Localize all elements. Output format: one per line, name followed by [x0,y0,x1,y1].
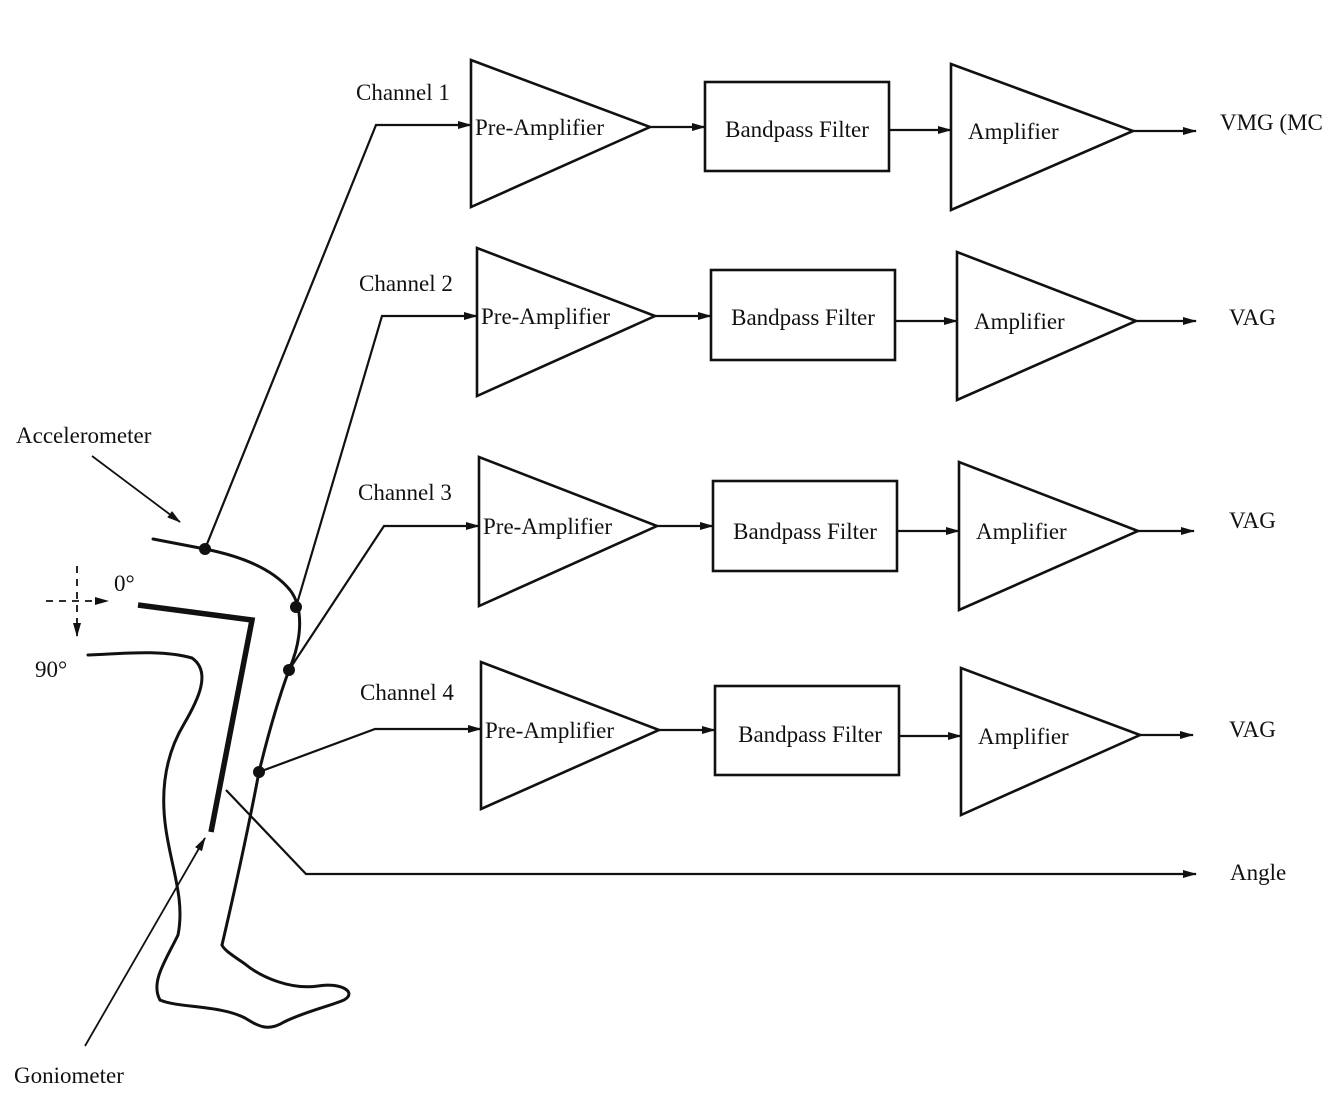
ninety-degree-label: 90° [35,657,67,682]
channel-4-amp-block [959,666,1144,818]
channel-2-filter-block [709,268,897,362]
channel-4-preamp-block [479,660,663,811]
channel-2-amp-block [955,250,1140,402]
channel-1-filter-block [703,80,891,173]
channel-4-row: Channel 4 Pre-Amplifier Bandpass Filter … [258,660,1276,818]
channel-3-label: Channel 3 [358,480,452,505]
channel-1-preamp-label: Pre-Amplifier [475,115,604,140]
channel-2-filter-label: Bandpass Filter [731,305,875,330]
channel-3-preamp-label: Pre-Amplifier [483,514,612,539]
channel-3-amp-block [957,460,1142,612]
channel-3-amp-label: Amplifier [976,519,1067,544]
leg-anterior-outline [151,537,302,947]
goniometer-label: Goniometer [14,1063,124,1088]
accelerometer-label: Accelerometer [16,423,152,448]
channel-1-filter-label: Bandpass Filter [725,117,869,142]
goniometer-pointer [84,837,206,1047]
sensor-dot-2 [290,601,302,613]
sensor-dot-4 [253,766,265,778]
leg-foot-outline [158,943,351,1029]
angle-row: Angle [225,789,1286,885]
channel-1-amp-block [949,62,1137,212]
channel-2-row: Channel 2 Pre-Amplifier Bandpass Filter … [294,246,1276,608]
zero-degree-label: 0° [114,571,135,596]
sensor-dot-3 [283,664,295,676]
channel-3-preamp-block [477,455,661,609]
channel-1-amp-label: Amplifier [968,119,1059,144]
channel-2-output-label: VAG [1229,305,1276,330]
channel-4-input-wire [258,725,482,774]
channel-3-filter-label: Bandpass Filter [733,519,877,544]
channel-2-label: Channel 2 [359,271,453,296]
leg-posterior-outline [86,651,204,1002]
channel-2-amp-label: Amplifier [974,309,1065,334]
channel-1-label: Channel 1 [356,80,450,105]
channel-1-preamp-block [469,58,654,210]
channel-2-preamp-label: Pre-Amplifier [481,304,610,329]
angle-output-label: Angle [1230,860,1286,885]
channel-4-filter-block [713,684,901,777]
channel-3-output-label: VAG [1229,508,1276,533]
channel-4-filter-label: Bandpass Filter [738,722,882,747]
angle-reference: 0° 90° [35,566,135,682]
channel-3-input-wire [288,522,480,671]
angle-output-wire [225,789,1197,878]
channel-4-output-label: VAG [1229,717,1276,742]
accelerometer-sensor-dot [199,543,211,555]
accelerometer-pointer [91,455,181,523]
channel-2-input-wire [294,312,478,608]
leg-illustration [86,537,351,1029]
channel-4-amp-label: Amplifier [978,724,1069,749]
channel-1-row: Channel 1 Pre-Amplifier Bandpass Filter … [203,58,1323,550]
channel-1-output-label: VMG (MC [1220,110,1323,135]
channel-3-filter-block [711,479,899,573]
goniometer-bar [137,602,256,833]
channel-3-row: Channel 3 Pre-Amplifier Bandpass Filter … [288,455,1276,671]
channel-4-preamp-label: Pre-Amplifier [485,718,614,743]
channel-4-label: Channel 4 [360,680,454,705]
channel-1-input-wire [203,121,472,550]
channel-2-preamp-block [475,246,659,399]
